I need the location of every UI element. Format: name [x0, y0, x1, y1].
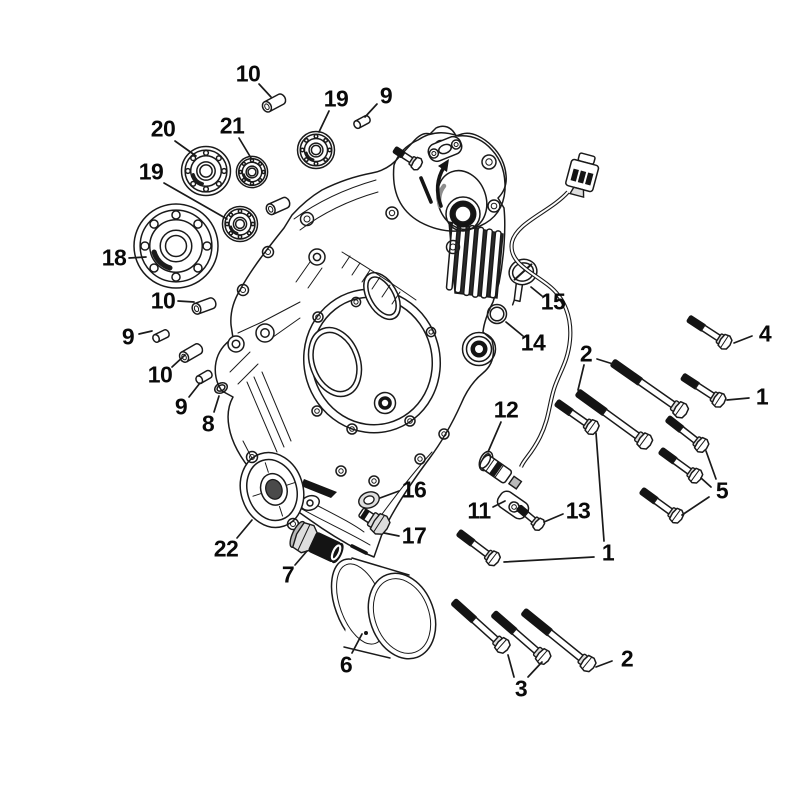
drain-plug-7 — [289, 520, 344, 564]
flange-ribs — [341, 251, 417, 305]
bolt-5a — [661, 411, 712, 456]
crankshaft-bore — [307, 326, 363, 398]
oil-fitting-17 — [358, 507, 391, 535]
oil-cap-15 — [508, 258, 538, 306]
dowel-pin-9-lower — [193, 368, 215, 386]
dowel-pin-9-left — [150, 327, 172, 345]
bolt-5c — [635, 483, 687, 527]
top-fitting — [427, 135, 463, 208]
sensor-body — [479, 454, 523, 490]
washer-16 — [358, 491, 380, 509]
oil-filter-6 — [330, 557, 437, 660]
bolt-1-bottom — [452, 525, 504, 569]
bolt-hole — [299, 206, 399, 227]
cooling-fins — [445, 221, 504, 299]
bolt-group — [447, 310, 735, 675]
sensor-cable — [509, 190, 573, 468]
o-ring-14 — [486, 303, 508, 325]
crankcase-cover — [214, 125, 507, 558]
crank-sensor-11 — [479, 152, 600, 520]
o-ring-8 — [214, 381, 228, 395]
bolt-2-upper — [606, 354, 692, 422]
bearing-18 — [134, 204, 218, 288]
sensor-connector — [565, 152, 600, 199]
dowel-pin-10-left — [189, 295, 219, 317]
left-truss-arms — [227, 248, 326, 453]
right-seal — [461, 331, 497, 367]
bearing-19-upper — [296, 130, 336, 170]
bearing-20 — [179, 144, 233, 198]
cover-plate-22 — [239, 440, 368, 555]
shadow-accent — [301, 479, 337, 498]
bolt-2-bottom — [517, 604, 600, 675]
bolt-4 — [683, 310, 735, 353]
dowel-pin-9-top — [351, 113, 373, 131]
lower-boss-seal — [373, 391, 397, 415]
dowel-pin-10-top — [259, 91, 289, 115]
leader-lines — [128, 83, 753, 678]
dowel-pin-10-lower — [176, 341, 206, 365]
bearing-21 — [235, 155, 269, 189]
dowel-pin-mid — [263, 195, 293, 217]
flange-bolt-holes — [236, 245, 450, 487]
bearing-19-lower — [221, 205, 259, 243]
upper-opening — [363, 271, 401, 321]
